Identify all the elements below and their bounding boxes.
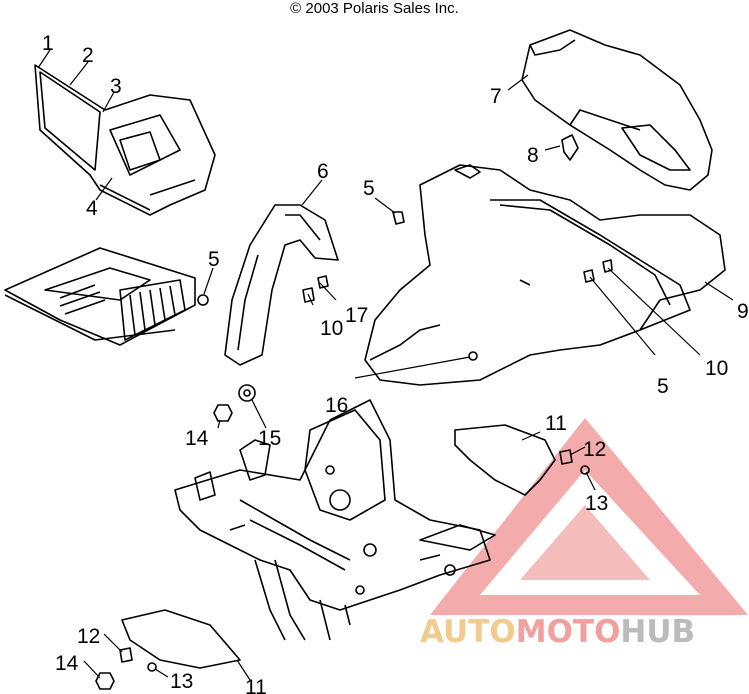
callout-1: 1: [42, 32, 54, 55]
callout-5: 5: [657, 375, 669, 398]
callout-7: 7: [490, 85, 502, 108]
callout-15: 15: [258, 427, 281, 450]
callout-12: 12: [583, 438, 606, 461]
bracket-part: [121, 424, 556, 669]
watermark-hub: HUB: [620, 614, 695, 650]
callout-14: 14: [55, 652, 79, 675]
callout-16: 16: [325, 394, 348, 417]
leader-lines: [37, 49, 734, 681]
watermark-auto: AUTO: [420, 614, 516, 650]
fender-flare-part: [224, 204, 339, 366]
frame-part: [174, 399, 496, 641]
callout-9: 9: [737, 300, 749, 323]
callout-10: 10: [705, 357, 728, 380]
svg-text:AUTOMOTOHUB: AUTOMOTOHUB: [420, 614, 695, 650]
watermark-text: AUTOMOTOHUB: [420, 614, 695, 650]
callout-labels: 1 2 3 4 5 6 7 8 5 9 10 17 10 5 16 14 15 …: [42, 32, 749, 694]
callout-14: 14: [185, 427, 209, 450]
callout-10: 10: [320, 317, 343, 340]
watermark-moto: MOTO: [516, 614, 621, 650]
callout-11: 11: [245, 676, 267, 694]
watermark-logo: [430, 418, 748, 615]
callout-5: 5: [208, 248, 220, 271]
copyright-text: © 2003 Polaris Sales Inc.: [290, 0, 459, 17]
callout-2: 2: [82, 44, 94, 67]
callout-17: 17: [345, 304, 368, 327]
callout-12: 12: [77, 625, 100, 648]
seat-part: [521, 29, 713, 191]
front-panel-part: [34, 64, 216, 216]
callout-8: 8: [527, 144, 539, 167]
callout-6: 6: [317, 160, 329, 183]
callout-4: 4: [86, 197, 98, 220]
callout-13: 13: [585, 492, 608, 515]
callout-13: 13: [170, 670, 193, 693]
hardware-parts: [95, 211, 613, 690]
callout-5: 5: [363, 177, 375, 200]
front-grille-part: [4, 247, 209, 346]
clip-part: [561, 134, 579, 161]
rear-body-part: [364, 164, 726, 386]
callout-11: 11: [545, 412, 567, 435]
callout-3: 3: [110, 75, 122, 98]
